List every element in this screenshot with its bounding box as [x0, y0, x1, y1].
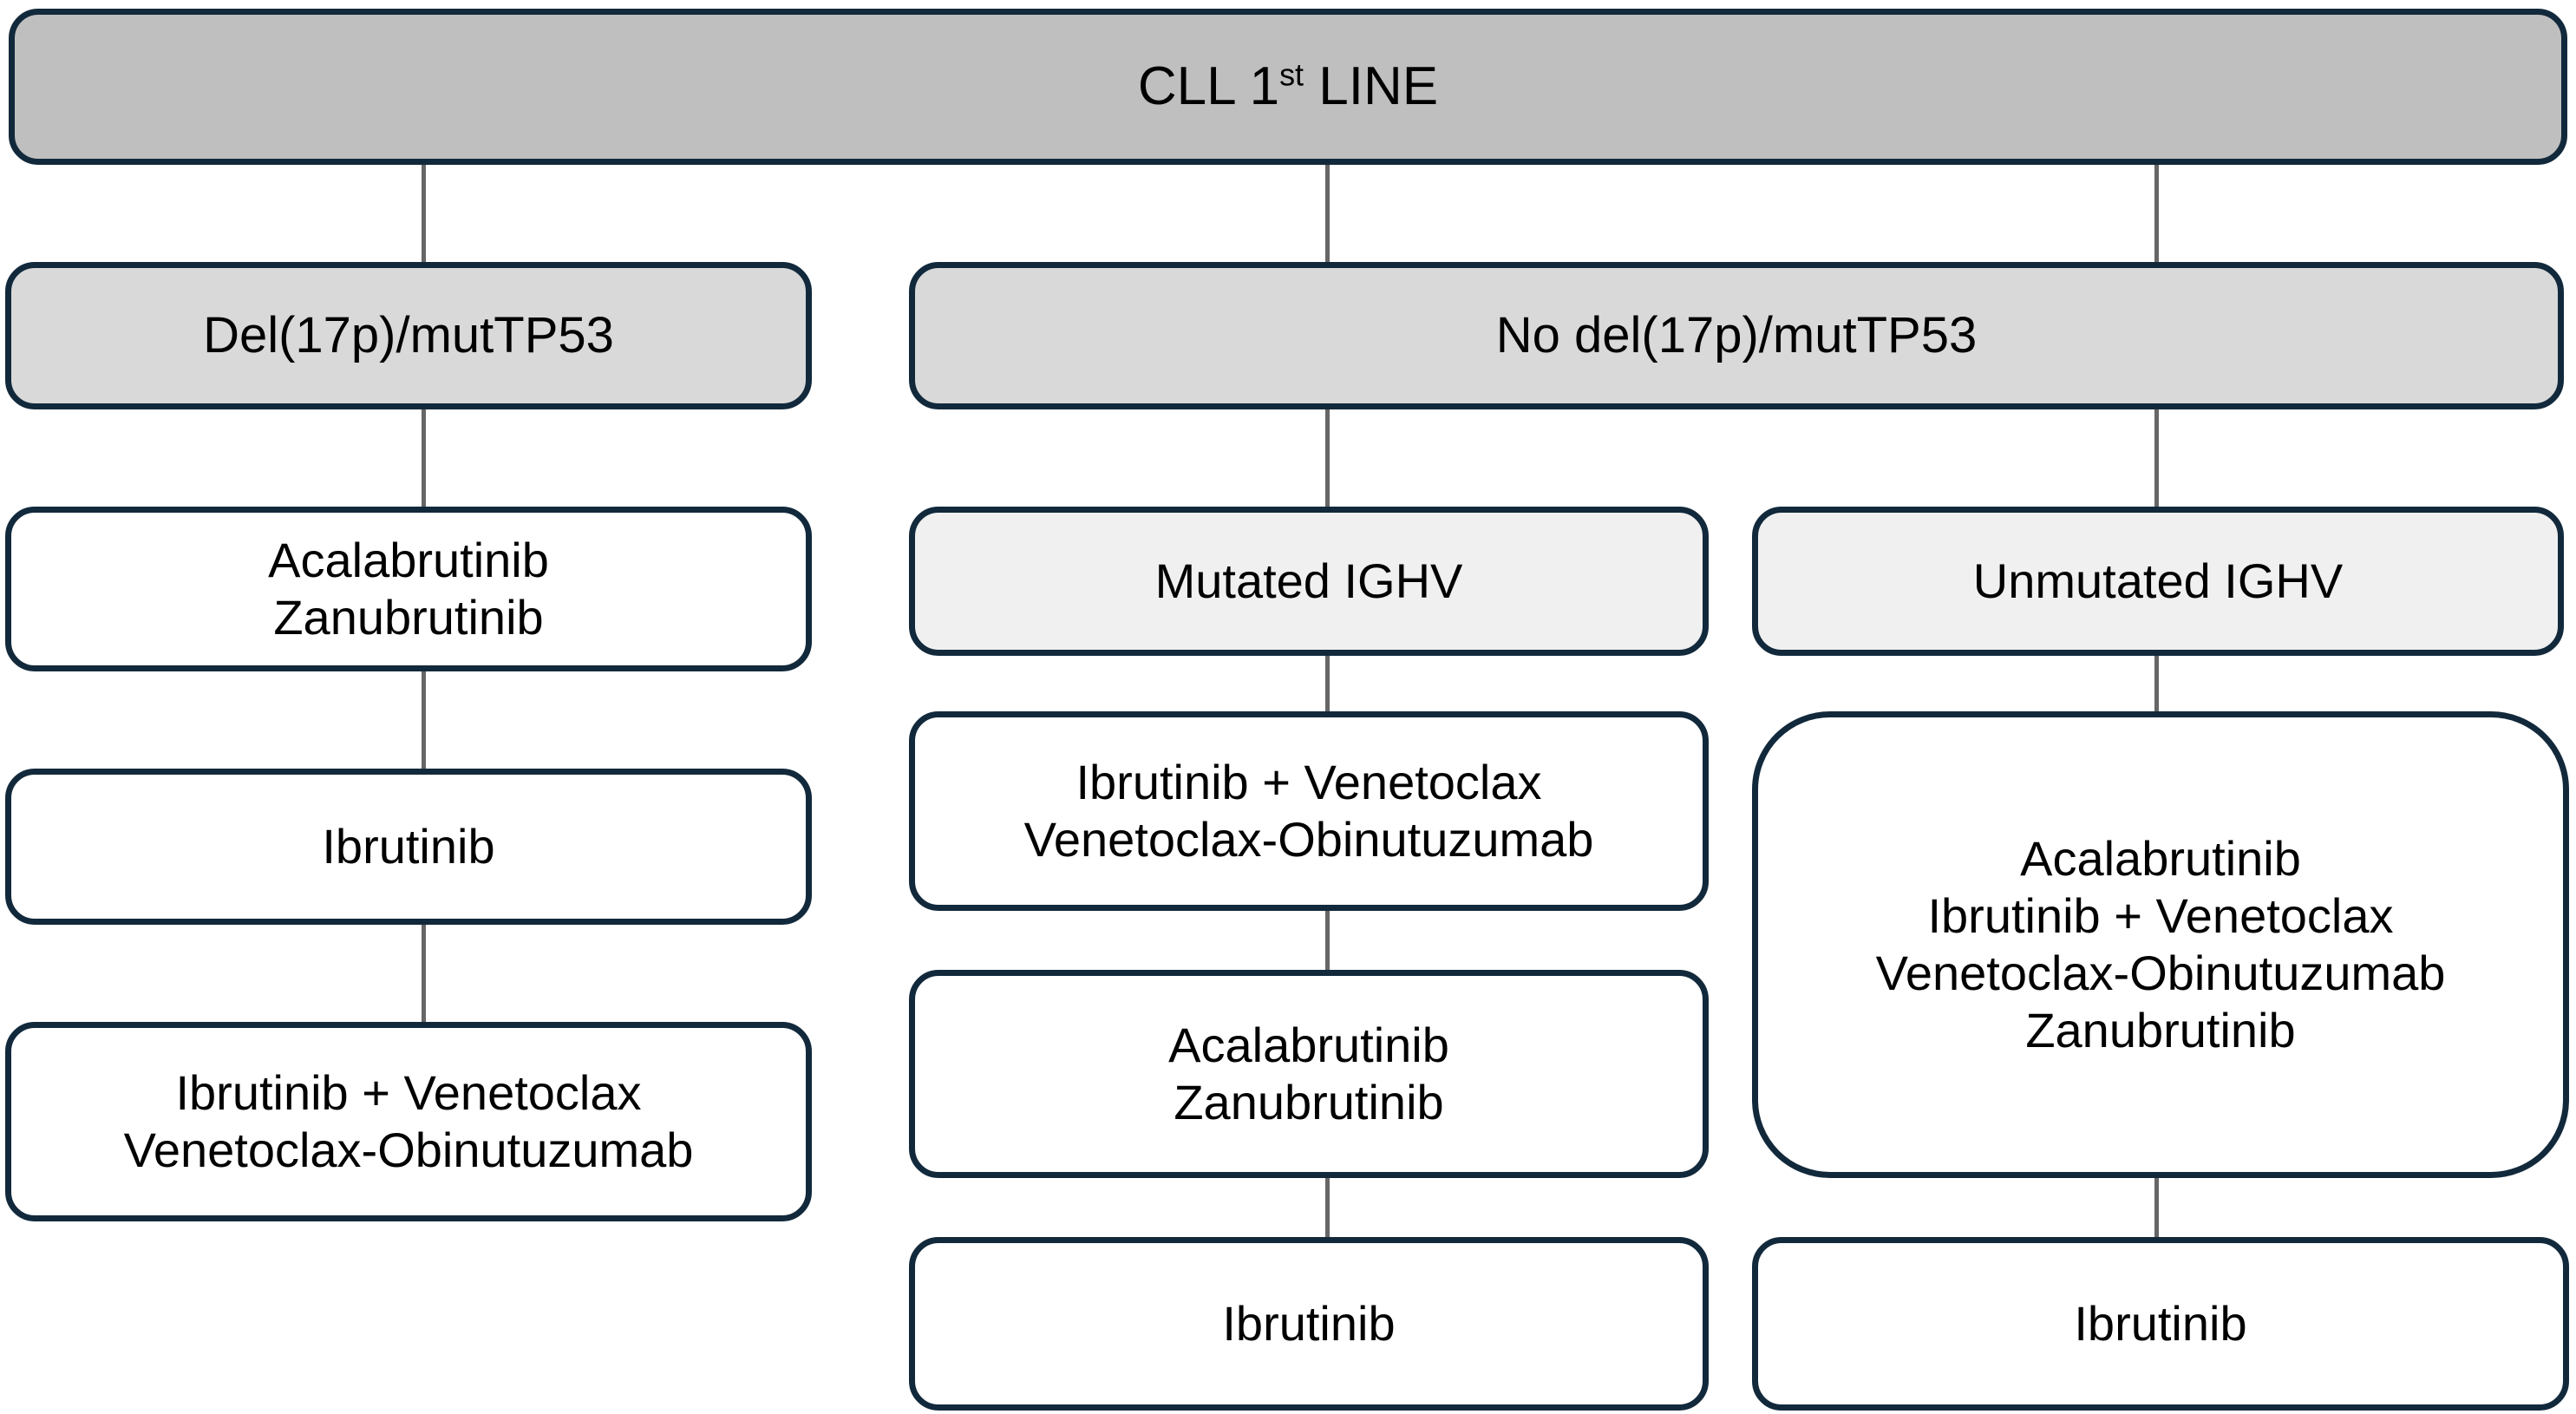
node-ighv-mutated-option-3-label: Ibrutinib — [1222, 1295, 1396, 1351]
root-title-superscript: st — [1279, 56, 1304, 93]
connector-nodel-to-ighv-mutated — [1325, 406, 1330, 507]
node-ighv-unmutated-option-2-label: Ibrutinib — [2074, 1295, 2247, 1351]
node-root-label: CLL 1st LINECLL 1st LINE — [1126, 55, 1450, 118]
node-ighv-unmutated-option-1-label: Acalabrutinib Ibrutinib + Venetoclax Ven… — [1875, 830, 2446, 1058]
node-ighv-mutated-option-2-label: Acalabrutinib Zanubrutinib — [1168, 1017, 1449, 1129]
connector-tp53-option1-to-option2 — [422, 668, 426, 769]
connector-ighvunmut-option1-to-option2 — [2154, 1178, 2159, 1237]
node-ighv-unmutated-option-2[interactable]: Ibrutinib — [1752, 1237, 2569, 1411]
connector-ighvmut-option2-to-option3 — [1325, 1178, 1330, 1237]
root-title-prefix: CLL 1 — [1137, 56, 1280, 117]
node-mutated-ighv-label: Mutated IGHV — [1154, 553, 1463, 608]
node-ighv-mutated-option-1[interactable]: Ibrutinib + Venetoclax Venetoclax-Obinut… — [909, 711, 1709, 911]
connector-tp53mut-to-option1 — [422, 406, 426, 507]
node-ighv-mutated-option-1-label: Ibrutinib + Venetoclax Venetoclax-Obinut… — [1023, 754, 1594, 867]
node-unmutated-ighv-label: Unmutated IGHV — [1972, 553, 2344, 608]
node-ighv-mutated-option-2[interactable]: Acalabrutinib Zanubrutinib — [909, 970, 1709, 1178]
node-tp53-option-3[interactable]: Ibrutinib + Venetoclax Venetoclax-Obinut… — [5, 1022, 812, 1221]
node-tp53-option-2-label: Ibrutinib — [322, 818, 495, 874]
connector-root-to-ighv-unmutated — [2154, 161, 2159, 262]
node-tp53-option-3-label: Ibrutinib + Venetoclax Venetoclax-Obinut… — [123, 1064, 694, 1177]
node-del17p-muttp53[interactable]: Del(17p)/mutTP53 — [5, 262, 812, 409]
connector-ighvunmut-to-option1 — [2154, 652, 2159, 711]
node-no-del17p-muttp53[interactable]: No del(17p)/mutTP53 — [909, 262, 2564, 409]
node-root-cll-first-line[interactable]: CLL 1st LINECLL 1st LINE — [9, 9, 2567, 165]
node-unmutated-ighv[interactable]: Unmutated IGHV — [1752, 507, 2564, 656]
connector-nodel-to-ighv-unmutated — [2154, 406, 2159, 507]
node-ighv-mutated-option-3[interactable]: Ibrutinib — [909, 1237, 1709, 1411]
root-title-suffix: LINE — [1304, 56, 1439, 117]
node-tp53-option-2[interactable]: Ibrutinib — [5, 769, 812, 925]
node-ighv-unmutated-option-1[interactable]: Acalabrutinib Ibrutinib + Venetoclax Ven… — [1752, 711, 2569, 1178]
connector-ighvmut-to-option1 — [1325, 652, 1330, 711]
connector-root-to-tp53-mutated — [422, 161, 426, 262]
node-tp53-option-1-label: Acalabrutinib Zanubrutinib — [268, 532, 549, 645]
node-no-del17p-muttp53-label: No del(17p)/mutTP53 — [1495, 306, 1978, 363]
connector-ighvmut-option1-to-option2 — [1325, 911, 1330, 970]
connector-root-to-ighv-mutated — [1325, 161, 1330, 262]
node-mutated-ighv[interactable]: Mutated IGHV — [909, 507, 1709, 656]
connector-tp53-option2-to-option3 — [422, 921, 426, 1022]
node-tp53-option-1[interactable]: Acalabrutinib Zanubrutinib — [5, 507, 812, 671]
node-del17p-muttp53-label: Del(17p)/mutTP53 — [203, 306, 614, 363]
